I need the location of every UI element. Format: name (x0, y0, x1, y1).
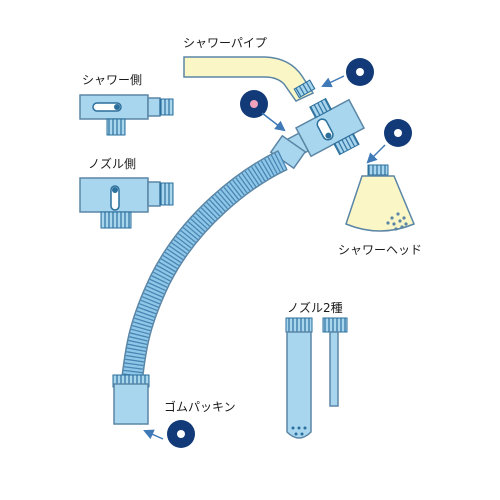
shower-head (345, 164, 415, 232)
rubber-packing-label: ゴムパッキン (164, 400, 236, 414)
arrow-bottom (143, 429, 164, 440)
arrow-hose (261, 112, 286, 132)
shower-pipe (183, 56, 316, 102)
shower-pipe-label: シャワーパイプ (183, 36, 267, 50)
arrow-head (366, 144, 386, 164)
washer-bottom (167, 420, 195, 448)
shower-side-label: シャワー側 (82, 73, 143, 87)
shower-head-label: シャワーヘッド (338, 243, 423, 257)
nozzle-narrow (322, 317, 348, 407)
washer-head (384, 119, 412, 147)
nozzle-two-types-label: ノズル2種 (287, 301, 343, 315)
arrow-pipe (321, 75, 345, 88)
nozzle-wide (285, 317, 313, 439)
washer-pipe (346, 58, 374, 86)
washer-hose (240, 90, 268, 118)
nozzle-side-adapter (79, 177, 174, 229)
flexible-hose (121, 150, 288, 382)
hose-end-fitting (112, 374, 150, 425)
nozzle-side-label: ノズル側 (88, 157, 137, 171)
shower-side-adapter (79, 94, 174, 136)
